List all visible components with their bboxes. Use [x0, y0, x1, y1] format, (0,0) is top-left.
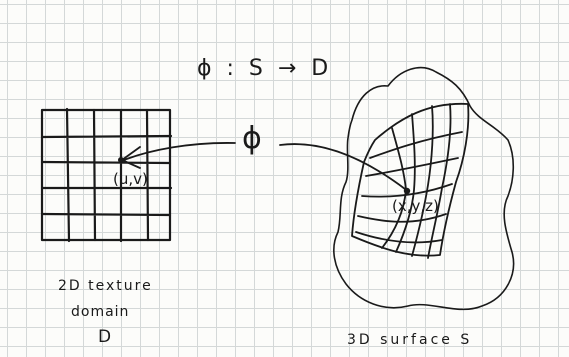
domain-caption-line1: 2D texture [58, 278, 153, 294]
surface-outline [333, 66, 515, 311]
texture-grid-lines [40, 107, 173, 243]
domain-point-uv [118, 157, 124, 163]
map-symbol-label: ϕ [242, 121, 262, 156]
surface-patch-border [351, 102, 470, 257]
map-arrow [123, 142, 406, 190]
mapping-definition-label: ϕ : S → D [197, 56, 333, 81]
domain-point-label: (u,v) [113, 170, 148, 188]
surface-caption: 3D surface S [347, 332, 473, 348]
map-arrow-head [121, 146, 141, 169]
domain-caption-line2: domain [71, 304, 130, 320]
surface-mesh [351, 102, 470, 259]
surface-point-xyz [403, 187, 411, 195]
surface-mesh-v-lines [355, 131, 463, 244]
texture-domain-border [40, 108, 172, 242]
surface-point-label: (x,y,z) [392, 197, 439, 215]
domain-caption-line3: D [98, 327, 112, 347]
texture-domain-grid [40, 107, 173, 243]
